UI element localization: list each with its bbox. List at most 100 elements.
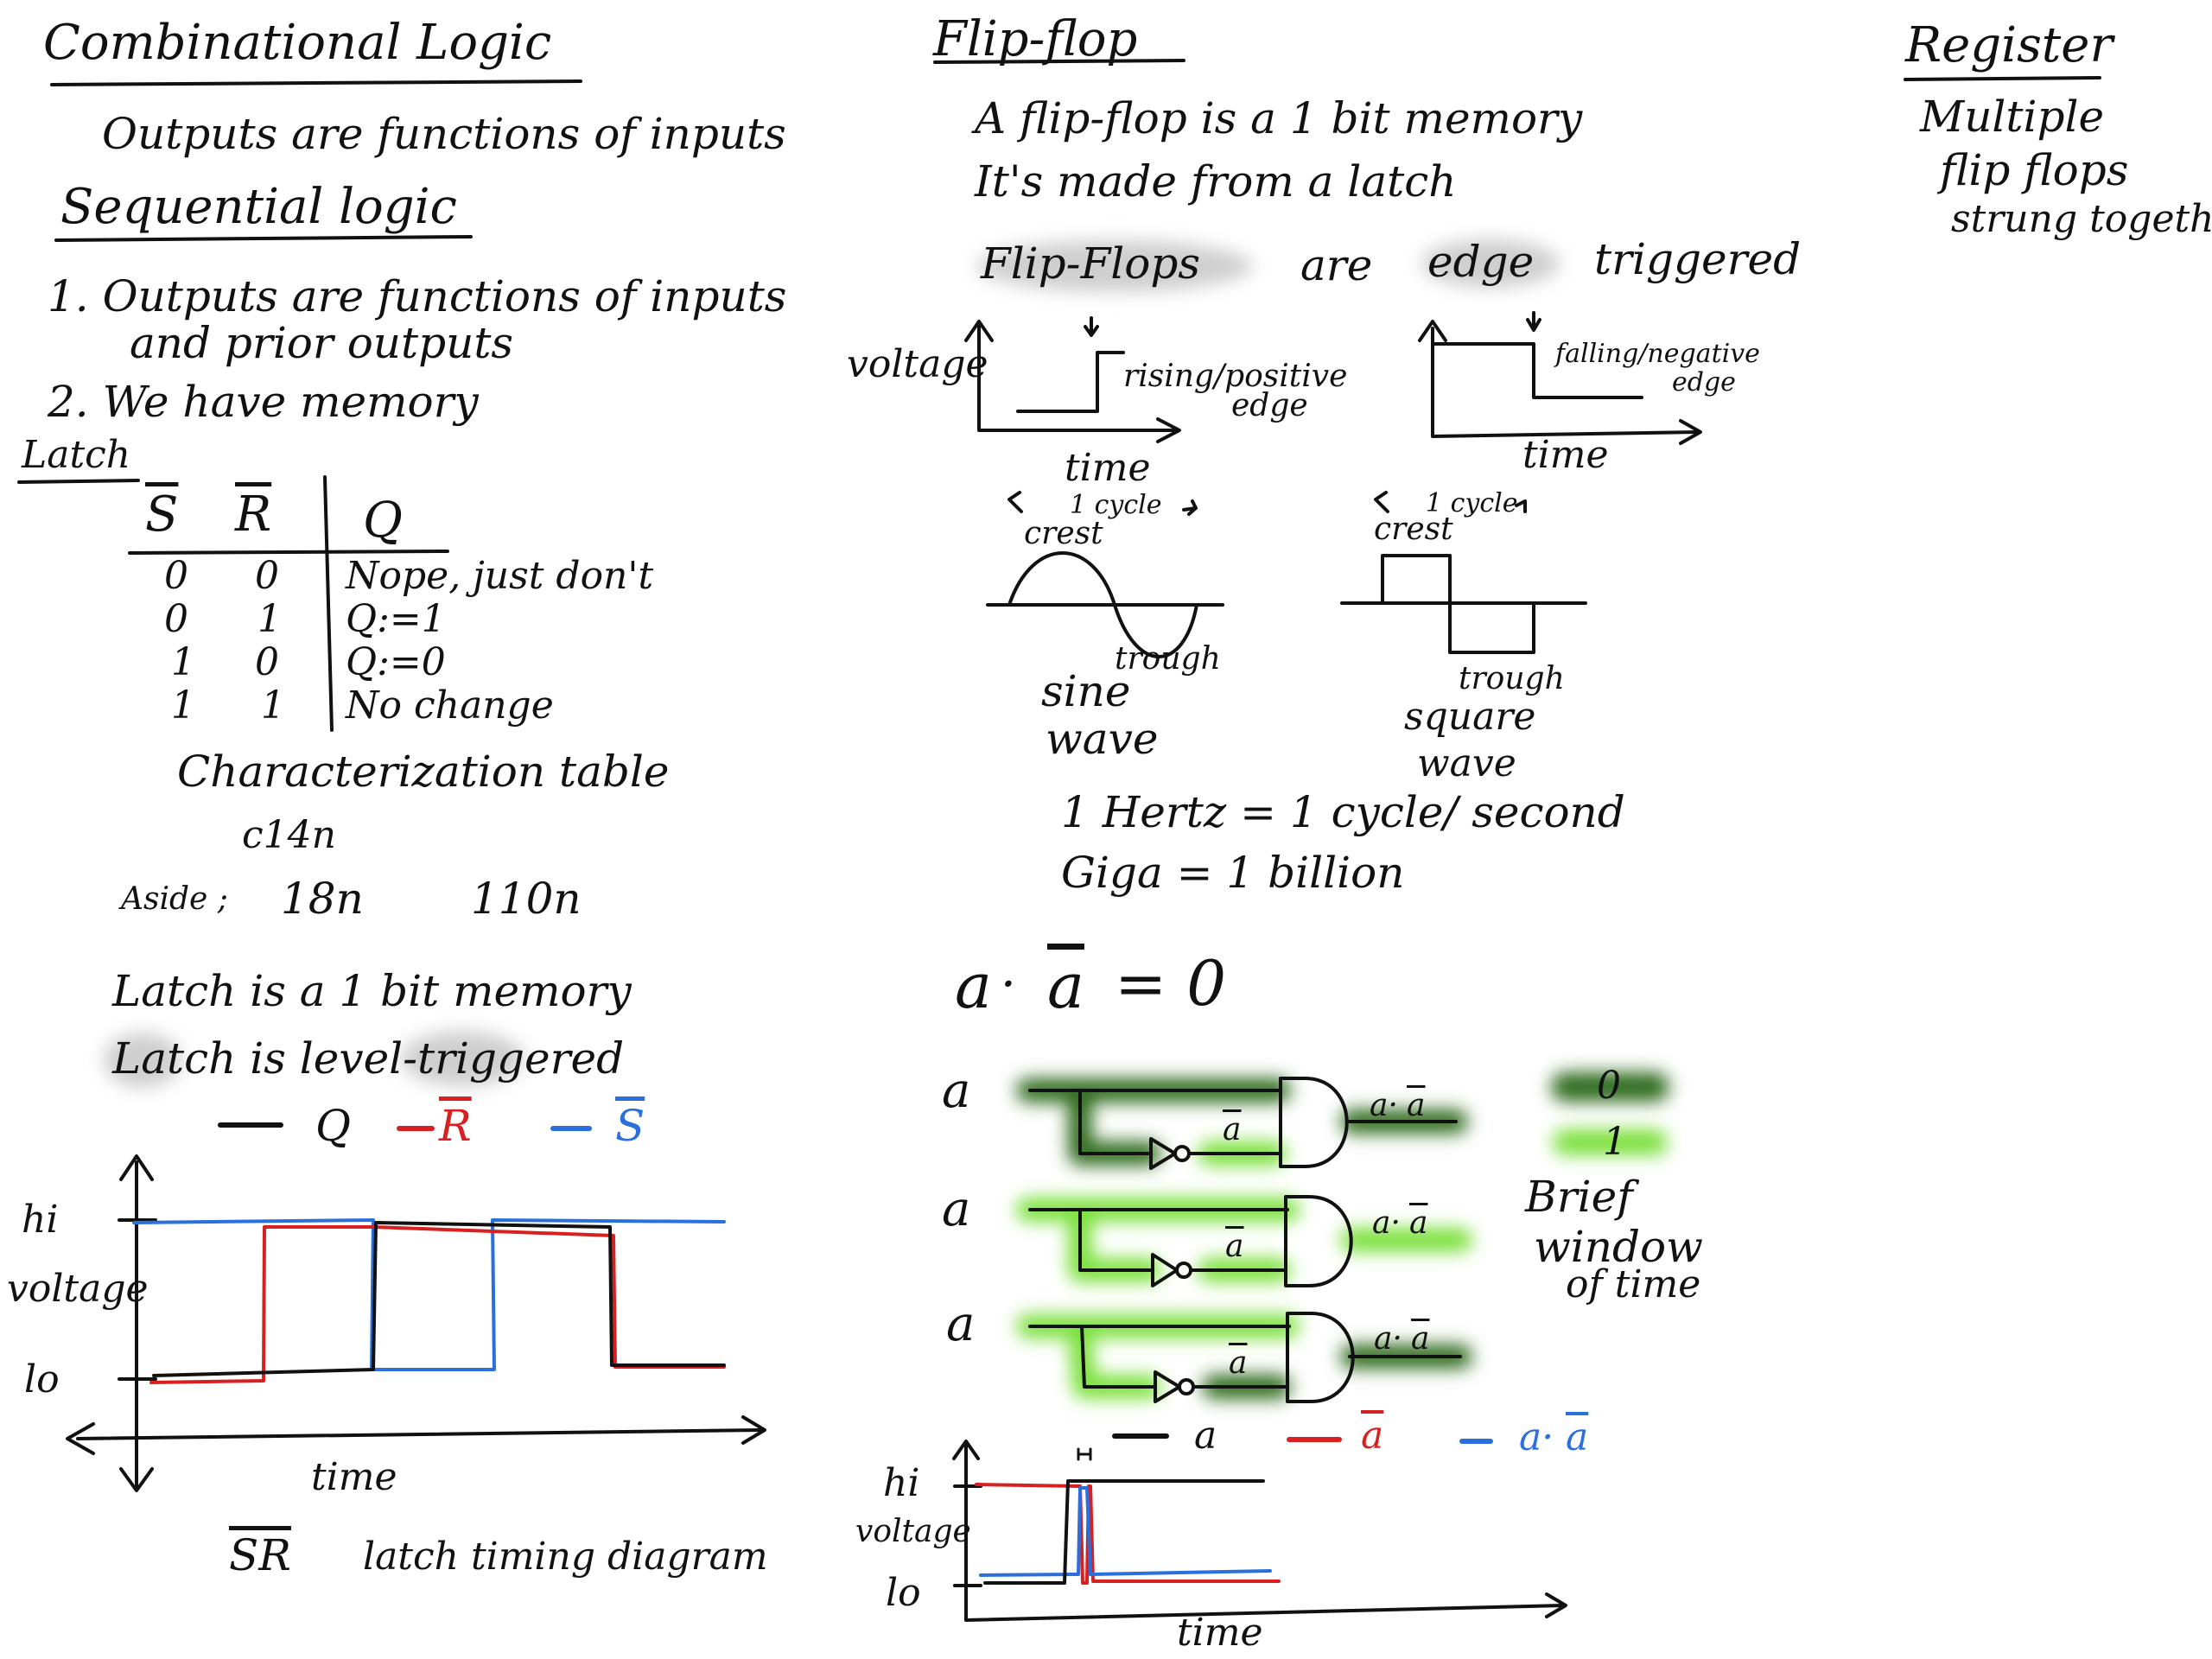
circuit3-output-abar: a bbox=[1411, 1321, 1430, 1357]
table-cell: 1 bbox=[171, 683, 195, 728]
rising-time-label: time bbox=[1065, 446, 1151, 490]
circuit1-output-abar: a bbox=[1407, 1088, 1426, 1123]
circuit1-input-label: a bbox=[942, 1063, 971, 1119]
rising-edge-label: edge bbox=[1231, 388, 1308, 423]
square-wave-label: wave bbox=[1417, 741, 1516, 785]
latch-memory: Latch is a 1 bit memory bbox=[112, 966, 632, 1016]
circuit-1 bbox=[1028, 1077, 1458, 1170]
table-cell: Nope, just don't bbox=[346, 554, 654, 598]
equation-dot: · bbox=[1001, 957, 1016, 1013]
table-vline bbox=[323, 475, 334, 732]
comb-logic-title: Combinational Logic bbox=[43, 15, 552, 71]
table-cell: 0 bbox=[255, 554, 279, 598]
circuit3-abar-label: a bbox=[1229, 1345, 1248, 1381]
ff-are: are bbox=[1300, 240, 1373, 290]
table-header-q: Q bbox=[363, 493, 403, 549]
underline-comb bbox=[50, 79, 582, 86]
table-cell: 1 bbox=[257, 597, 282, 641]
seq-point-1a: 1. Outputs are functions of inputs bbox=[48, 271, 787, 321]
cycle-arrow-1 bbox=[1007, 491, 1023, 513]
highlight-marks bbox=[104, 239, 1560, 1088]
falling-time-label: time bbox=[1522, 433, 1609, 477]
circuit2-input-label: a bbox=[942, 1181, 971, 1237]
glitch-timing-axes bbox=[952, 1440, 1567, 1622]
sr-lo-label: lo bbox=[24, 1357, 60, 1402]
cycle-arrow-2b bbox=[1515, 499, 1527, 513]
sine-trough-label: trough bbox=[1115, 641, 1221, 677]
cycle-arrow-1b bbox=[1182, 499, 1198, 516]
falling-edge-diagram bbox=[1418, 311, 1702, 445]
seq-point-2: 2. We have memory bbox=[48, 377, 479, 427]
glitch-wave-aabar bbox=[979, 1486, 1272, 1577]
table-cell: Q:=0 bbox=[346, 640, 446, 684]
table-cell: 0 bbox=[164, 554, 188, 598]
legend-q: Q bbox=[315, 1101, 351, 1151]
sr-wave-sbar bbox=[132, 1218, 726, 1371]
rising-label: rising/positive bbox=[1123, 359, 1348, 394]
underline-reg bbox=[1904, 76, 2101, 81]
rising-edge-diagram bbox=[964, 316, 1181, 443]
equation-a: a bbox=[955, 950, 992, 1022]
sine-cycle-label: 1 cycle bbox=[1070, 490, 1162, 520]
underline-ff bbox=[933, 59, 1185, 64]
brief-label: Brief bbox=[1525, 1172, 1633, 1222]
of-time-label: of time bbox=[1566, 1262, 1701, 1306]
sr-timing-axes bbox=[66, 1154, 766, 1492]
table-cell: 0 bbox=[255, 640, 279, 684]
table-header-s: S bbox=[145, 486, 179, 543]
aside-value-1: 18n bbox=[281, 874, 364, 924]
comb-logic-desc: Outputs are functions of inputs bbox=[102, 109, 786, 159]
legend2-a: a bbox=[1194, 1414, 1217, 1458]
circuit3-output-a: a· bbox=[1374, 1321, 1402, 1357]
table-cell: 1 bbox=[261, 683, 285, 728]
legend-zero: 0 bbox=[1597, 1064, 1621, 1108]
sr-diagram-label: latch timing diagram bbox=[363, 1535, 768, 1579]
sr-voltage-label: voltage bbox=[7, 1267, 149, 1311]
underline-seq bbox=[54, 235, 473, 242]
sine-label: sine bbox=[1041, 666, 1131, 716]
legend-r: R bbox=[439, 1101, 472, 1151]
glitch-time-label: time bbox=[1177, 1611, 1263, 1655]
sine-wave-diagram bbox=[986, 551, 1224, 658]
latch-level: Latch is level-triggered bbox=[112, 1033, 625, 1084]
square-label: square bbox=[1404, 695, 1536, 739]
ff-triggered: triggered bbox=[1594, 234, 1802, 284]
sr-time-label: time bbox=[311, 1455, 397, 1499]
square-wave-diagram bbox=[1340, 554, 1587, 654]
legend-s: S bbox=[615, 1101, 645, 1151]
legend2-aabar-b: a bbox=[1566, 1415, 1589, 1459]
circuit-3 bbox=[1028, 1312, 1462, 1403]
sr-diagram-label-sr: SR bbox=[229, 1530, 291, 1580]
circuit-2 bbox=[1028, 1195, 1353, 1287]
glitch-voltage-label: voltage bbox=[855, 1514, 971, 1549]
circuit1-output-a: a· bbox=[1370, 1088, 1398, 1123]
sr-wave-q bbox=[152, 1221, 726, 1377]
legend2-aabar-a: a· bbox=[1519, 1415, 1554, 1459]
seq-point-1b: and prior outputs bbox=[130, 318, 514, 368]
glitch-lo-label: lo bbox=[886, 1571, 921, 1615]
square-trough-label: trough bbox=[1459, 661, 1565, 696]
equation-rest: = 0 bbox=[1115, 947, 1227, 1020]
circuit2-abar-label: a bbox=[1225, 1229, 1244, 1264]
circuit2-output-abar: a bbox=[1409, 1205, 1428, 1241]
giga-definition: Giga = 1 billion bbox=[1061, 848, 1405, 898]
ff-edge: edge bbox=[1427, 237, 1535, 287]
flip-flop-title: Flip-flop bbox=[933, 11, 1138, 67]
falling-label: falling/negative bbox=[1555, 339, 1760, 369]
circuit1-abar-label: a bbox=[1223, 1112, 1242, 1147]
c14n-label: c14n bbox=[242, 813, 336, 857]
register-title: Register bbox=[1905, 17, 2113, 73]
ff-memory: A flip-flop is a 1 bit memory bbox=[975, 93, 1583, 143]
circuit2-output-a: a· bbox=[1372, 1205, 1401, 1241]
glitch-wave-a bbox=[983, 1479, 1265, 1585]
rising-voltage-label: voltage bbox=[847, 342, 988, 386]
hertz-definition: 1 Hertz = 1 cycle/ second bbox=[1061, 787, 1625, 837]
legend2-abar: a bbox=[1361, 1414, 1384, 1458]
table-cell: 1 bbox=[171, 640, 195, 684]
sr-wave-rbar bbox=[149, 1225, 726, 1384]
square-cycle-label: 1 cycle bbox=[1426, 488, 1518, 518]
glitch-wave-abar bbox=[975, 1483, 1281, 1585]
table-cell: 0 bbox=[164, 597, 188, 641]
